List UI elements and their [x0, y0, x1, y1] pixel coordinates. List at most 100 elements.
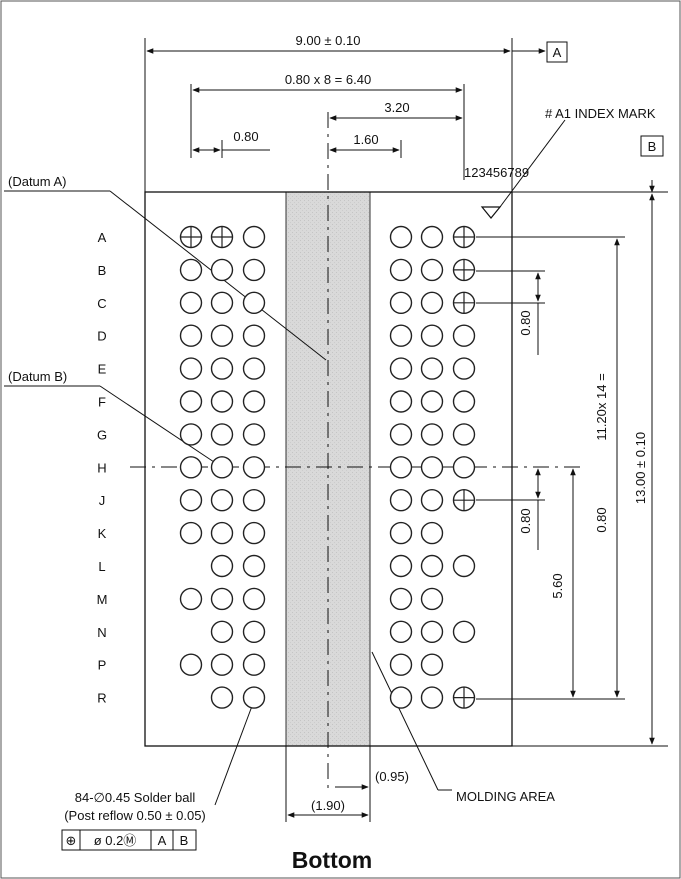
solder-ball [452, 620, 476, 643]
index-mark-label: # A1 INDEX MARK [545, 106, 656, 121]
solder-ball [420, 456, 444, 479]
solder-ball [242, 324, 266, 347]
solder-ball [242, 390, 266, 413]
datum-b-box [640, 135, 664, 157]
datum-a-letter: A [553, 45, 562, 60]
solder-ball [452, 456, 476, 479]
solder-ball [242, 291, 266, 314]
solder-ball [389, 258, 413, 282]
solder-ball [210, 686, 234, 709]
row-label: P [98, 658, 107, 673]
tolerance-frame: ⊕ ø 0.2Ⓜ A B [61, 829, 197, 851]
solder-ball [179, 489, 203, 512]
solder-ball [242, 456, 266, 479]
solder-ball [179, 653, 203, 676]
solder-ball [210, 357, 234, 380]
solder-ball [242, 521, 266, 545]
datum-b-letter: B [648, 139, 657, 154]
solder-ball [179, 291, 203, 314]
solder-ball [242, 653, 266, 676]
dim-mold-half: (0.95) [375, 769, 409, 784]
solder-ball [452, 324, 476, 347]
tolerance-value: ø 0.2Ⓜ [94, 833, 137, 848]
solder-ball [389, 456, 413, 479]
solder-ball [242, 686, 266, 709]
row-label: C [97, 296, 106, 311]
solder-ball [452, 390, 476, 413]
molding-area-label: MOLDING AREA [456, 789, 555, 804]
solder-ball [242, 554, 266, 578]
solder-ball [210, 456, 234, 479]
solder-ball [210, 258, 234, 282]
solder-ball [420, 258, 444, 282]
solder-ball [179, 521, 203, 545]
solder-ball [210, 423, 234, 446]
solder-ball [242, 225, 266, 249]
solder-ball-spec: 84-∅0.45 Solder ball [75, 790, 196, 805]
solder-ball [242, 587, 266, 611]
solder-ball [210, 521, 234, 545]
solder-ball [420, 291, 444, 314]
solder-ball [242, 357, 266, 380]
solder-ball [179, 456, 203, 479]
solder-ball [210, 489, 234, 512]
solder-ball [389, 225, 413, 249]
row-label: H [97, 460, 106, 475]
solder-ball [210, 390, 234, 413]
dim-pitch-total: 0.80 x 8 = 6.40 [285, 72, 371, 87]
tolerance-datum-b: B [180, 833, 189, 848]
solder-ball-reflow: (Post reflow 0.50 ± 0.05) [64, 808, 206, 823]
solder-ball [242, 489, 266, 512]
dim-lower-half: 5.60 [550, 573, 565, 598]
row-label: J [99, 493, 106, 508]
dim-width: 9.00 ± 0.10 [296, 33, 361, 48]
solder-ball [389, 521, 413, 545]
solder-ball [210, 324, 234, 347]
solder-ball [420, 587, 444, 611]
solder-ball [210, 554, 234, 578]
solder-ball [389, 423, 413, 446]
solder-ball [179, 587, 203, 611]
dim-pitch-top: 0.80 [233, 129, 258, 144]
row-label: F [98, 395, 106, 410]
solder-ball [389, 324, 413, 347]
dim-pitch-right-lower: 0.80 [518, 508, 533, 533]
solder-ball [179, 324, 203, 347]
solder-ball [420, 225, 444, 249]
solder-ball [420, 521, 444, 545]
solder-ball [452, 423, 476, 446]
solder-ball [420, 324, 444, 347]
datum-b-label: (Datum B) [8, 369, 67, 384]
solder-ball [210, 587, 234, 611]
datum-a-label: (Datum A) [8, 174, 67, 189]
dim-pitch-right-upper: 0.80 [518, 310, 533, 335]
solder-ball [389, 686, 413, 709]
solder-ball [389, 291, 413, 314]
solder-ball [420, 620, 444, 643]
solder-ball [179, 390, 203, 413]
a1-index-triangle [480, 206, 502, 219]
solder-ball [420, 423, 444, 446]
solder-ball [389, 620, 413, 643]
solder-ball [452, 357, 476, 380]
datum-a-box [546, 41, 568, 63]
solder-ball [389, 653, 413, 676]
solder-ball [210, 653, 234, 676]
row-label: M [97, 592, 108, 607]
dim-height: 13.00 ± 0.10 [633, 432, 648, 504]
solder-ball [389, 587, 413, 611]
solder-ball [420, 390, 444, 413]
row-label: B [98, 263, 107, 278]
view-title: Bottom [292, 847, 372, 873]
solder-ball [420, 357, 444, 380]
solder-ball [420, 489, 444, 512]
solder-ball [420, 554, 444, 578]
row-label: N [97, 625, 106, 640]
column-numbers: 123456789 [464, 165, 529, 180]
solder-ball [420, 653, 444, 676]
dim-half-pitch: 3.20 [384, 100, 409, 115]
